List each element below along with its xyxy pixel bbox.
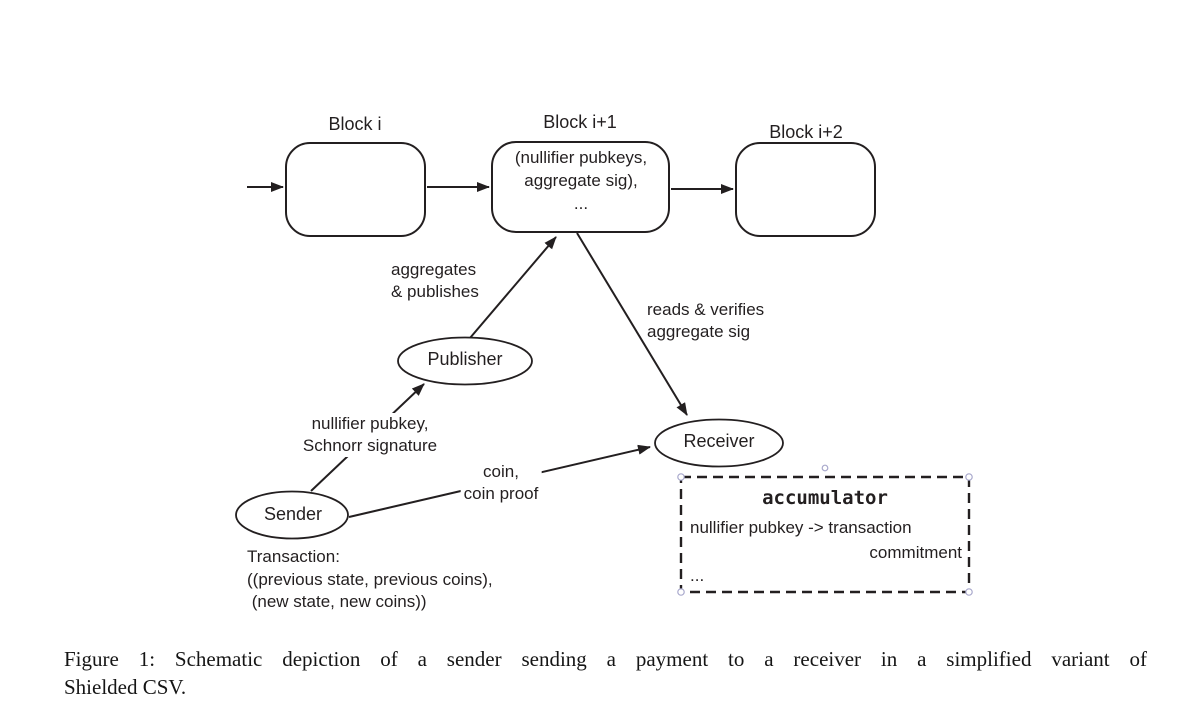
selection-handle-bottom-left[interactable] [677, 588, 685, 596]
block-i1-label: Block i+1 [543, 112, 617, 132]
accumulator-title: accumulator [762, 487, 888, 509]
block-i-box [285, 142, 426, 237]
block-i2-box [735, 142, 876, 237]
block-i1-box [491, 141, 670, 233]
sender-label: Sender [263, 504, 323, 524]
nullifier-schnorr-label: nullifier pubkey, Schnorr signature [299, 413, 441, 457]
block-i2-label: Block i+2 [769, 122, 843, 142]
selection-handle-top-right[interactable] [965, 473, 973, 481]
accumulator-mapping-from: nullifier pubkey -> transaction [690, 518, 912, 537]
figure-caption-line1: Figure 1: Schematic depiction of a sende… [64, 647, 1147, 671]
publisher-ellipse [397, 336, 533, 386]
arrow-publisher-to-block-i1 [469, 236, 557, 339]
reads-verifies-label: reads & verifies aggregate sig [647, 300, 765, 341]
figure-caption: Figure 1: Schematic depiction of a sende… [64, 645, 1147, 701]
figure-caption-line2: Shielded CSV. [64, 675, 187, 699]
transaction-note: Transaction: ((previous state, previous … [247, 547, 493, 611]
block-i-label: Block i [328, 114, 382, 134]
accumulator-box [679, 475, 971, 594]
coin-proof-label: coin, coin proof [460, 461, 542, 505]
selection-handle-top[interactable] [821, 464, 829, 472]
aggregates-publishes-label: aggregates & publishes [391, 260, 479, 301]
selection-handle-bottom-right[interactable] [965, 588, 973, 596]
block-i1-content: (nullifier pubkeys, aggregate sig), ... [514, 148, 648, 213]
accumulator-ellipsis: ... [690, 566, 705, 585]
receiver-ellipse [654, 418, 784, 468]
accumulator-mapping-to: commitment [869, 543, 962, 562]
sender-ellipse [235, 490, 349, 540]
publisher-label: Publisher [427, 349, 503, 369]
selection-handle-top-left[interactable] [677, 473, 685, 481]
receiver-label: Receiver [683, 431, 755, 451]
arrow-block-i1-to-receiver [576, 232, 688, 416]
